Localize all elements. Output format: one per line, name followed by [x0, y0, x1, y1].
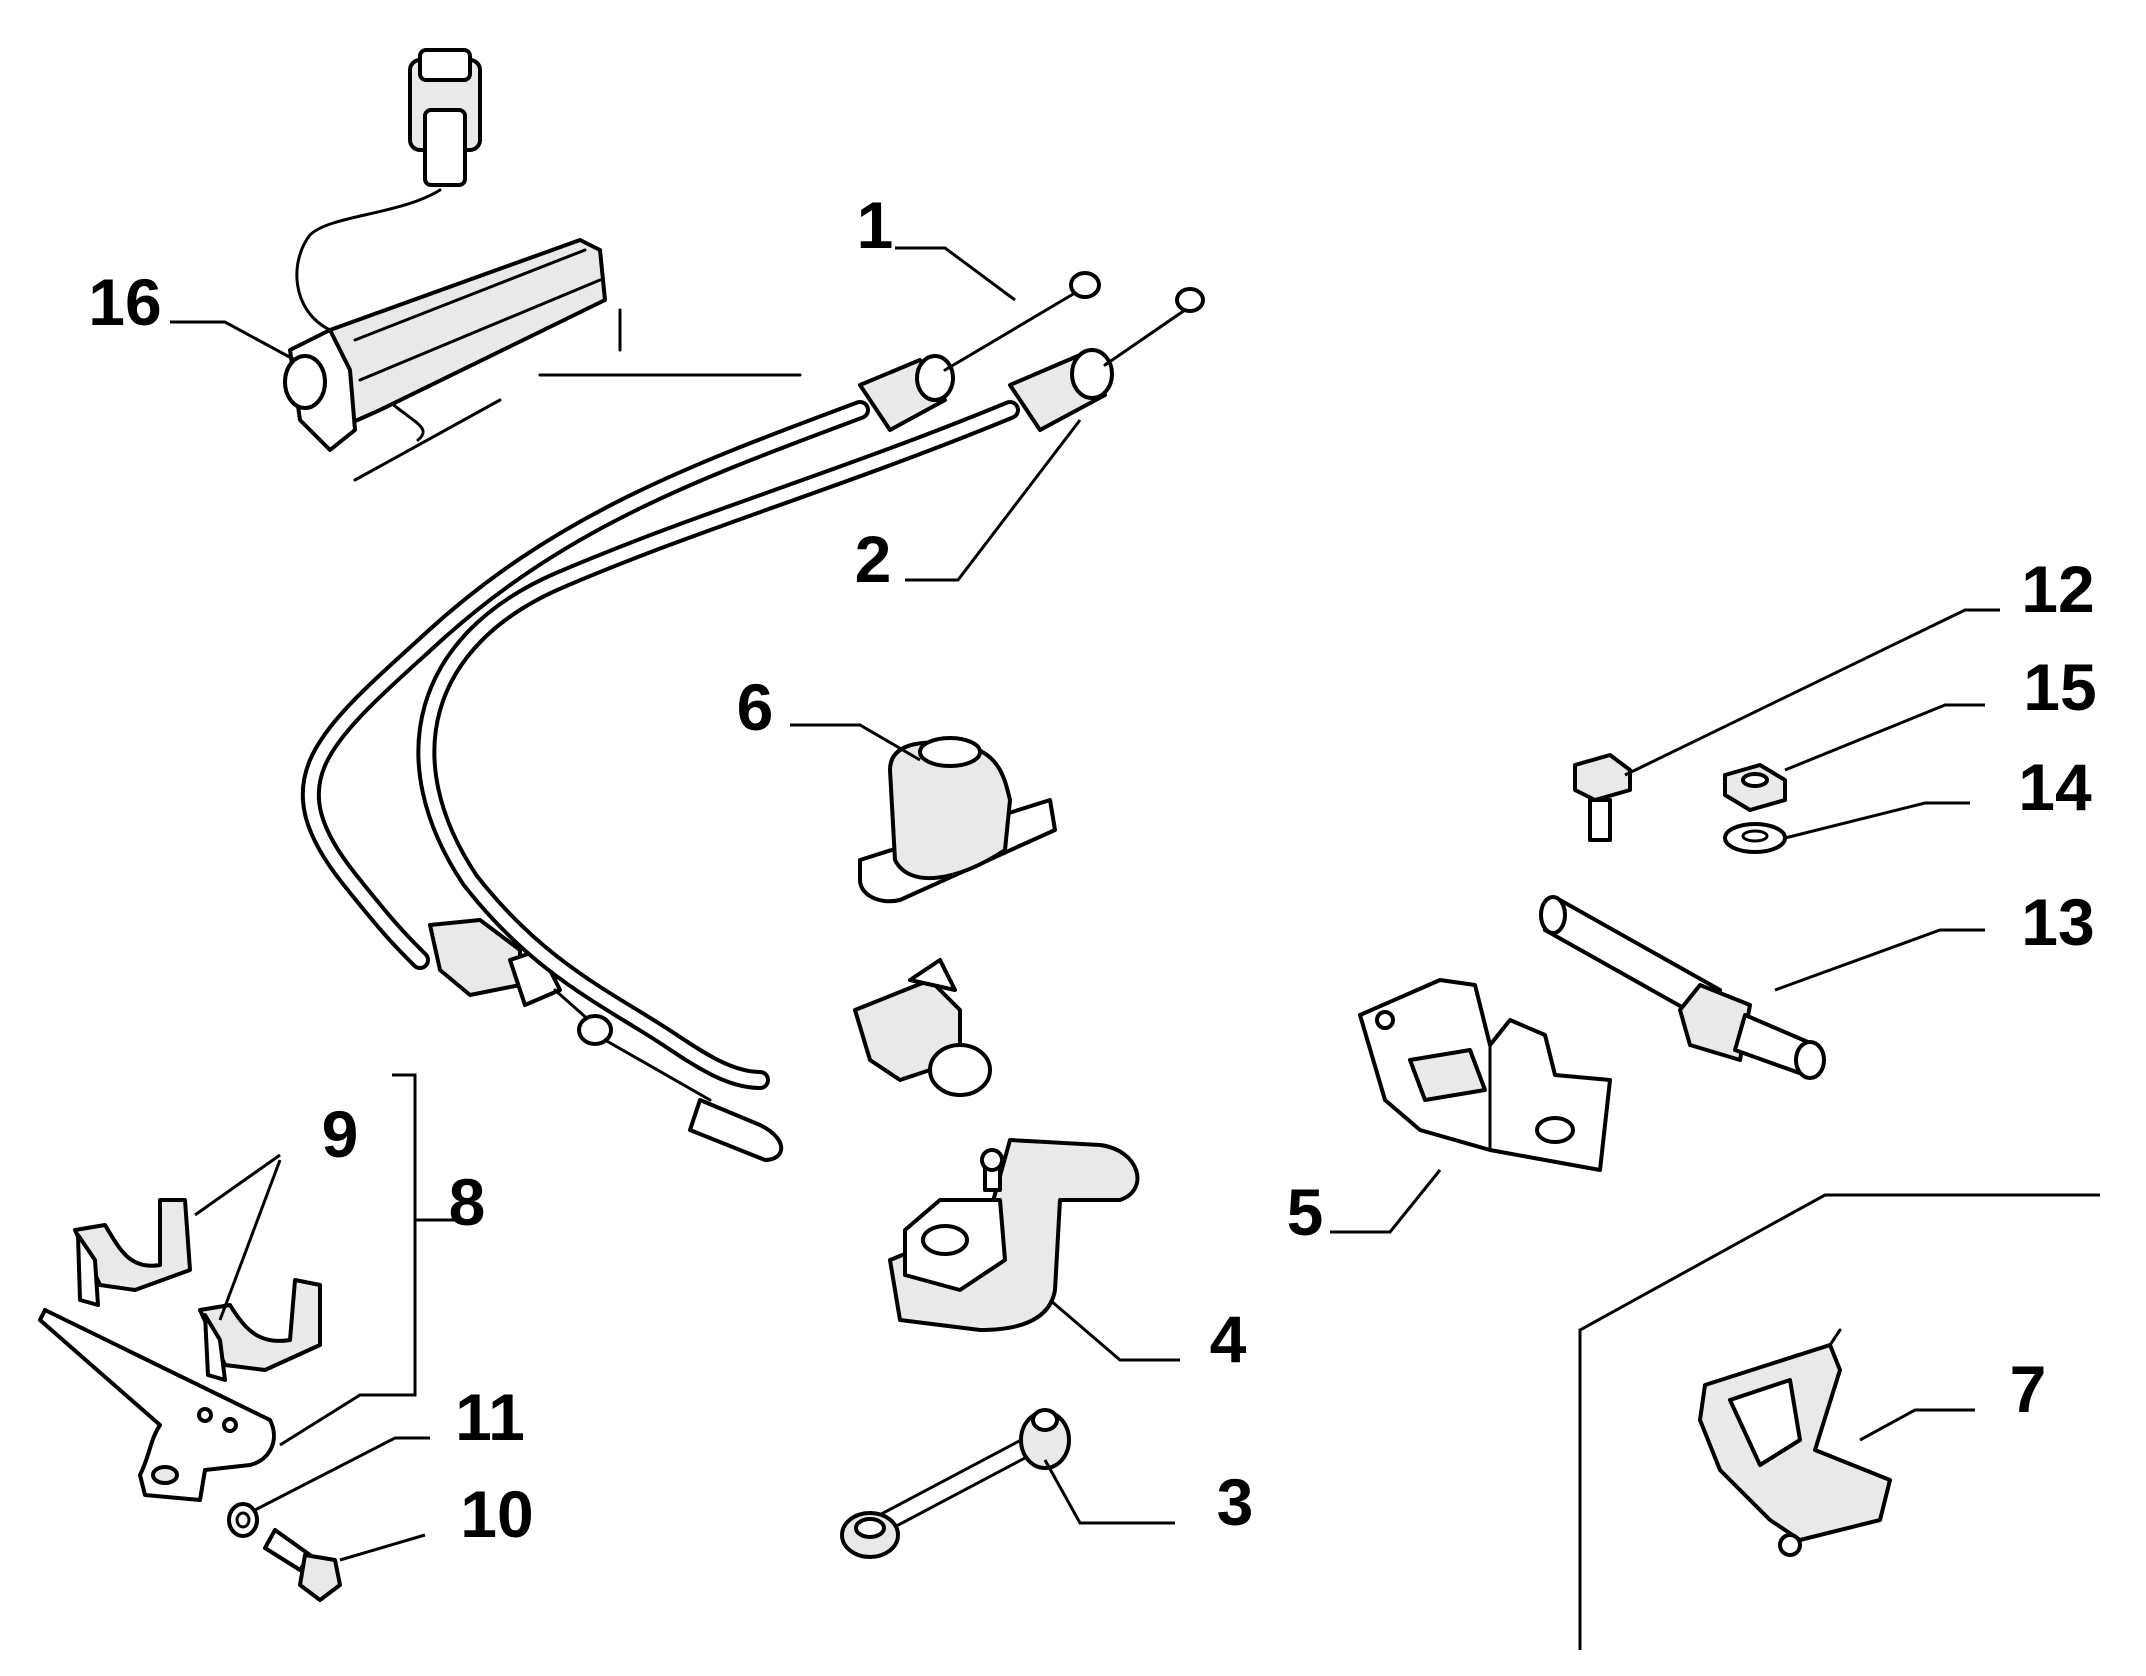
callout-10: 10 [460, 1477, 533, 1551]
part-14-washer [1723, 822, 1787, 854]
part-6-boot [858, 736, 1057, 904]
callout-numbers: 1 2 3 4 5 6 7 8 9 10 11 12 13 14 15 16 [88, 188, 2096, 1551]
part-4-lever [888, 1138, 1140, 1332]
part-12-bolt [1573, 753, 1632, 842]
part-10-screw [263, 1528, 342, 1602]
callout-6: 6 [737, 670, 774, 744]
callout-7: 7 [2010, 1352, 2047, 1426]
callout-11: 11 [455, 1380, 525, 1454]
callout-2: 2 [855, 522, 892, 596]
callout-4: 4 [1210, 1302, 1247, 1376]
callout-8: 8 [449, 1165, 486, 1239]
callout-16: 16 [88, 265, 161, 339]
part-2-cable [416, 287, 1205, 1097]
part-3-link-rod [840, 1408, 1071, 1559]
callout-14: 14 [2018, 750, 2092, 824]
callout-1: 1 [857, 188, 894, 262]
leader-lines [170, 246, 2000, 1562]
callout-5: 5 [1287, 1175, 1324, 1249]
part-16-selector-module [283, 48, 802, 482]
callout-13: 13 [2021, 885, 2094, 959]
part-15-nut [1723, 763, 1787, 812]
group-divider-7 [1578, 1193, 2100, 1650]
part-7-clip [1698, 1328, 1892, 1557]
part-9-clip-b [198, 1278, 322, 1382]
part-9-clip-a [73, 1198, 192, 1307]
callout-9: 9 [322, 1097, 359, 1171]
callout-15: 15 [2023, 650, 2096, 724]
part-13-stud [1539, 895, 1826, 1080]
part-11-washer [227, 1502, 259, 1538]
part-5-bracket [1358, 978, 1612, 1172]
part-1-cable [300, 271, 1101, 1162]
callout-12: 12 [2021, 552, 2094, 626]
part-8-bracket-plate [38, 1308, 276, 1502]
callout-3: 3 [1217, 1465, 1254, 1539]
group-bracket-8 [279, 1073, 417, 1447]
